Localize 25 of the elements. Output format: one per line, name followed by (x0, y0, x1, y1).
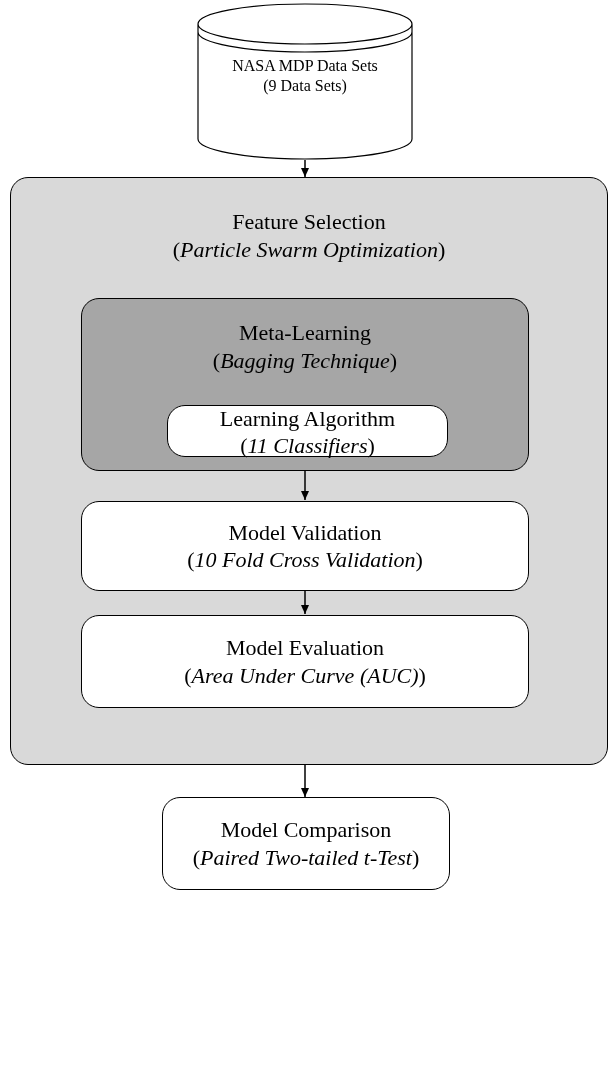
node-title: NASA MDP Data Sets (232, 56, 378, 76)
process-box (81, 615, 529, 708)
process-box (167, 405, 448, 457)
arrow (301, 764, 309, 798)
group-box (10, 177, 608, 765)
arrow (301, 159, 309, 178)
database-cylinder (197, 2, 413, 160)
arrow (301, 589, 309, 615)
node-subtitle: (Particle Swarm Optimization) (172, 235, 446, 263)
group-box (81, 298, 529, 471)
node-title: Meta-Learning (239, 319, 371, 347)
node-subtitle: (9 Data Sets) (263, 76, 347, 96)
node-subtitle: (Bagging Technique) (212, 346, 398, 374)
node-subtitle: (10 Fold Cross Validation) (187, 546, 423, 574)
arrow (301, 469, 309, 501)
node-subtitle: (11 Classifiers) (240, 432, 375, 460)
node-title: Model Validation (228, 518, 382, 546)
node-subtitle: (Area Under Curve (AUC)) (184, 661, 426, 689)
process-box (162, 797, 450, 890)
node-subtitle: (Paired Two-tailed t-Test) (192, 843, 420, 871)
node-title: Model Evaluation (225, 634, 385, 662)
process-box (81, 501, 529, 591)
node-title: Feature Selection (232, 208, 386, 236)
node-title: Learning Algorithm (219, 404, 396, 432)
node-title: Model Comparison (220, 816, 392, 844)
